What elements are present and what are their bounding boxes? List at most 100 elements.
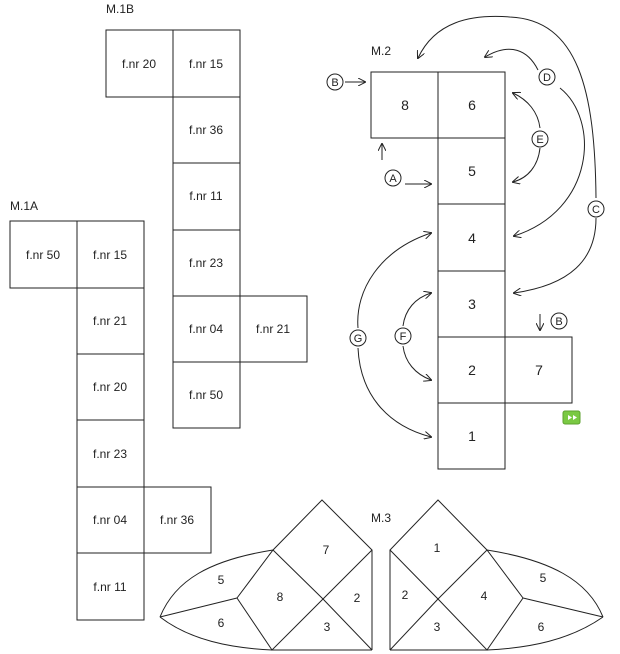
m1a-layout: M.1A f.nr 50 f.nr 15 f.nr 21 f.nr 20 f.n…	[9, 199, 212, 621]
m1a-cell	[76, 552, 145, 621]
m1a-cell	[143, 486, 212, 554]
callout-e-label: E	[536, 134, 543, 146]
m1a-cell-label: f.nr 04	[93, 513, 127, 527]
m2-cell	[437, 137, 506, 205]
arrow-curved-icon	[514, 87, 585, 236]
m3-title: M.3	[371, 511, 391, 525]
arrow-curved-icon	[357, 347, 431, 437]
m3-piece-number: 2	[402, 588, 409, 602]
callout-b-circle	[326, 73, 344, 91]
m3-piece-number: 7	[323, 543, 330, 557]
m1b-cell-label: f.nr 15	[189, 57, 223, 71]
m3-layout: M.3 7 5 8 2 6 3 1	[159, 499, 604, 651]
m1b-cell	[172, 96, 241, 164]
m1a-cell	[9, 220, 78, 289]
m3-left-seam	[322, 598, 373, 651]
arrow-curved-icon	[485, 48, 539, 71]
m1a-cell	[76, 486, 145, 554]
callout-a-label: A	[389, 173, 397, 185]
m2-title: M.2	[371, 44, 391, 58]
m1b-cell-label: f.nr 20	[122, 57, 156, 71]
m3-left-curve	[159, 616, 273, 651]
m2-cell-number: 1	[468, 428, 476, 444]
m1a-cell	[76, 220, 145, 289]
m2-cell-number: 6	[468, 97, 476, 113]
m2-cell	[437, 270, 506, 338]
m1a-cell-label: f.nr 36	[160, 513, 194, 527]
arrow-curved-icon	[513, 147, 541, 182]
m3-piece-number: 6	[538, 620, 545, 634]
m1a-cell-label: f.nr 50	[26, 248, 60, 262]
m3-right-seam	[437, 549, 488, 600]
m1a-cell-label: f.nr 23	[93, 447, 127, 461]
m1a-cell	[76, 419, 145, 488]
m3-right-curve	[486, 616, 604, 651]
m3-left-wing: 7 5 8 2 6 3	[159, 499, 373, 651]
m3-piece-number: 3	[324, 620, 331, 634]
arrow-curved-icon	[402, 345, 431, 380]
m3-left-diamond-outline	[236, 499, 373, 651]
m1b-cell-label: f.nr 04	[189, 322, 223, 336]
callout-d-label: D	[543, 72, 551, 84]
arrow-curved-icon	[402, 293, 431, 327]
m1a-cell-label: f.nr 15	[93, 248, 127, 262]
m3-left-seam	[159, 597, 238, 618]
m3-piece-number: 4	[481, 589, 488, 603]
m3-piece-number: 1	[434, 541, 441, 555]
m3-right-seam	[389, 598, 439, 651]
m2-cell-number: 3	[468, 296, 476, 312]
callout-f-circle	[394, 327, 412, 345]
m1b-cell	[172, 162, 241, 231]
m1a-cell-label: f.nr 21	[93, 314, 127, 328]
callout-c-circle	[587, 200, 605, 218]
m1b-cell-label: f.nr 11	[189, 189, 222, 203]
m2-cell-number: 5	[468, 163, 476, 179]
m3-right-curve	[486, 549, 604, 618]
arrow-curved-icon	[357, 233, 431, 329]
m2-cell	[437, 71, 506, 139]
m2-cell	[437, 203, 506, 272]
m3-piece-number: 5	[540, 571, 547, 585]
m1a-cell-label: f.nr 11	[93, 580, 126, 594]
m1a-cell-label: f.nr 20	[93, 380, 127, 394]
m1b-layout: M.1B f.nr 20 f.nr 15 f.nr 36 f.nr 11 f.n…	[105, 2, 308, 429]
m2-layout: M.2 8 6 5 4 3 2 7 1 B A D E	[326, 15, 605, 470]
m1b-cell-label: f.nr 50	[189, 388, 223, 402]
m2-cell-number: 2	[468, 362, 476, 378]
callout-f-label: F	[400, 331, 407, 343]
m1b-cell	[172, 229, 241, 297]
m1b-cell	[172, 295, 241, 363]
m1a-cell	[76, 353, 145, 421]
m3-right-wing: 1 2 4 5 3 6	[389, 499, 604, 651]
green-badge-icon	[562, 410, 581, 425]
m1b-cell	[239, 295, 308, 363]
m1a-title: M.1A	[10, 199, 38, 213]
m3-piece-number: 6	[218, 616, 225, 630]
m3-piece-number: 3	[434, 620, 441, 634]
m1b-cell-label: f.nr 36	[189, 123, 223, 137]
m3-right-seam	[522, 597, 604, 618]
m1b-cell-label: f.nr 21	[256, 322, 290, 336]
m2-cell-number: 4	[468, 230, 476, 246]
m2-cell	[504, 336, 573, 404]
callout-a-circle	[384, 169, 402, 187]
callout-b-circle	[550, 312, 568, 330]
m1b-title: M.1B	[106, 2, 134, 16]
arrow-curved-icon	[514, 217, 597, 293]
callout-g-label: G	[354, 333, 363, 345]
callout-g-circle	[349, 329, 367, 347]
arrow-curved-icon	[513, 93, 541, 129]
m3-right-diamond-outline	[389, 499, 524, 651]
m3-left-seam	[272, 549, 324, 600]
m3-left-curve	[159, 549, 274, 618]
callout-c-label: C	[592, 204, 600, 216]
m2-cell	[437, 336, 506, 404]
arrow-curved-icon	[418, 15, 597, 199]
m3-piece-number: 8	[277, 590, 284, 604]
m2-cell-number: 7	[535, 362, 543, 378]
callout-e-circle	[531, 130, 549, 148]
m1b-cell-label: f.nr 23	[189, 256, 223, 270]
m3-piece-number: 5	[218, 573, 225, 587]
m2-cell	[437, 402, 506, 470]
